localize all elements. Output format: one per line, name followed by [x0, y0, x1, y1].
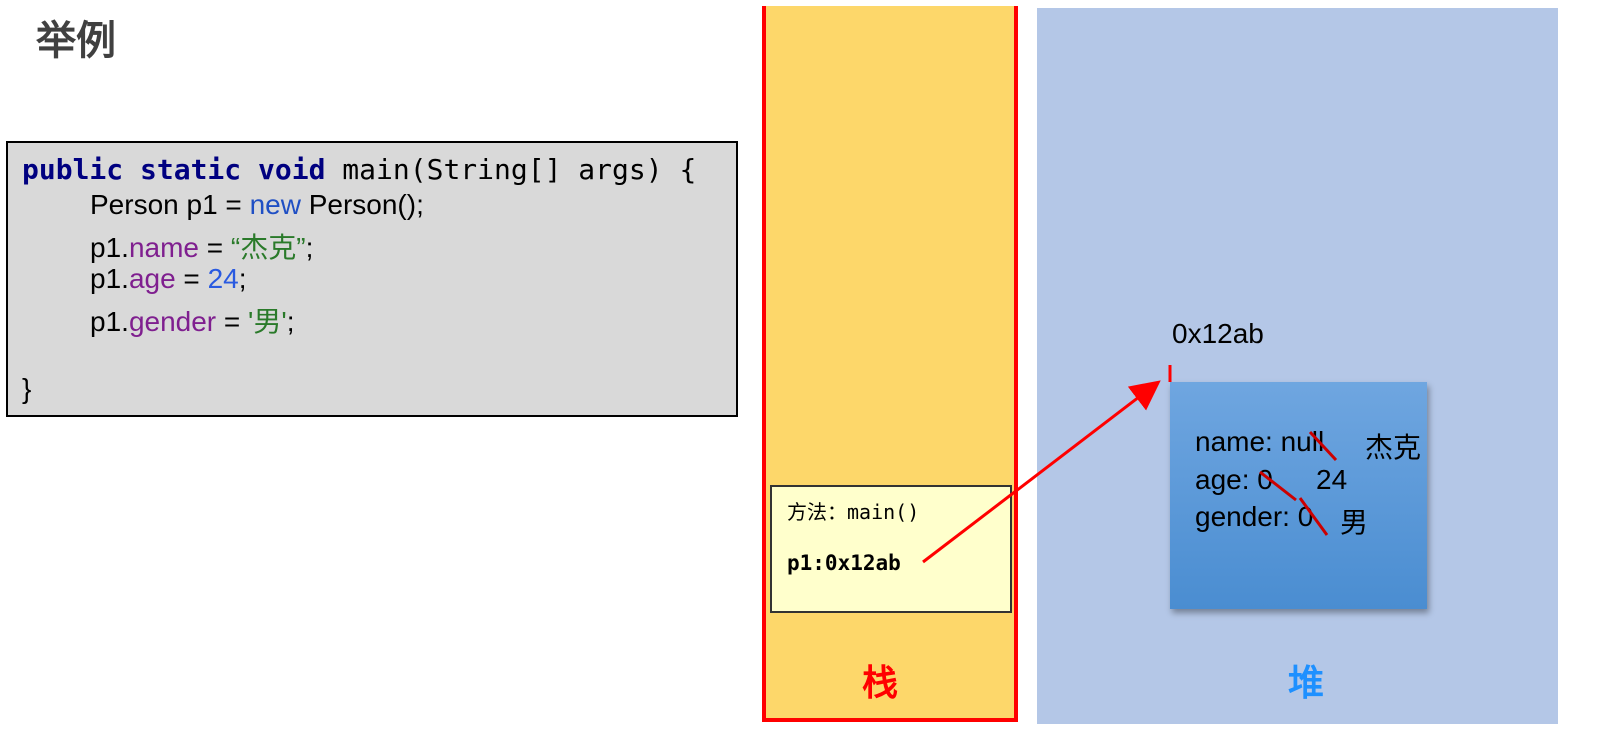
code-text: = — [216, 306, 249, 337]
field-age-old: age: 0 — [1195, 464, 1273, 495]
field-gender-old: gender: 0 — [1195, 501, 1314, 532]
stack-label: 栈 — [862, 663, 899, 704]
page-title: 举例 — [36, 18, 116, 64]
field-gender-new: 男 — [1340, 507, 1369, 538]
code-main-signature: main(String[] args) { — [325, 153, 697, 186]
code-field-name: name — [128, 232, 199, 263]
heap-region — [1037, 8, 1558, 724]
method-frame: 方法：main() p1:0x12ab — [770, 485, 1012, 613]
field-age-new: 24 — [1316, 464, 1348, 495]
code-char: '男' — [248, 306, 287, 337]
heap-label: 堆 — [1288, 663, 1325, 704]
code-text: p1. — [90, 263, 129, 294]
code-field-gender: gender — [128, 306, 217, 337]
code-text: p1. — [90, 232, 129, 263]
code-text: ; — [286, 306, 295, 337]
heap-object: name: null 杰克 age: 0 24 gender: 0 男 — [1170, 382, 1427, 609]
code-keywords: public static void — [22, 153, 326, 186]
code-line-2: Person p1 = new Person(); — [90, 189, 424, 221]
code-line-1: public static void main(String[] args) { — [22, 153, 696, 186]
code-text: = — [175, 263, 208, 294]
code-text: ; — [305, 232, 314, 263]
stack-region — [762, 6, 1018, 722]
code-block: public static void main(String[] args) {… — [6, 141, 738, 417]
code-line-5: p1.gender = '男'; — [90, 300, 295, 340]
object-address: 0x12ab — [1172, 318, 1264, 349]
code-line-4: p1.age = 24; — [90, 263, 247, 295]
field-name-new: 杰克 — [1365, 432, 1422, 463]
frame-title: 方法：main() — [787, 500, 920, 524]
code-text: Person p1 = — [90, 189, 250, 220]
code-keyword-new: new — [249, 189, 301, 220]
code-text: ; — [238, 263, 247, 294]
code-number: 24 — [207, 263, 239, 294]
code-text: p1. — [90, 306, 129, 337]
code-text: Person(); — [300, 189, 424, 220]
code-string: “杰克” — [230, 232, 306, 263]
code-line-3: p1.name = “杰克”; — [90, 226, 313, 266]
frame-variable: p1:0x12ab — [787, 551, 901, 575]
field-name-old: name: null — [1195, 426, 1325, 457]
code-line-closing-brace: } — [22, 373, 32, 404]
code-text: = — [198, 232, 231, 263]
code-field-age: age — [128, 263, 176, 294]
